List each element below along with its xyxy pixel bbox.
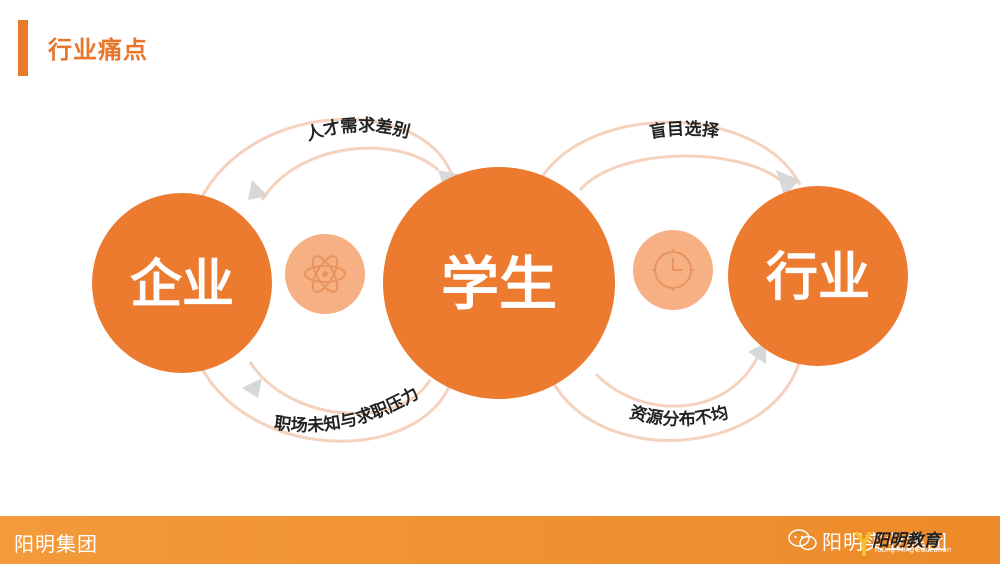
arrow-bottom-right [546,342,802,442]
arrow-bottom-left [194,355,454,443]
logo-name: 阳明教育 [872,531,940,551]
atom-icon [285,234,365,314]
enterprise-label: 企业 [130,255,234,315]
enterprise-circle [92,193,272,373]
logo-mark-icon [854,532,872,556]
footer-company: 阳明集团 [14,532,98,556]
page-title: 行业痛点 [48,36,148,64]
logo-subtitle: Young Ming Education [874,546,952,554]
student-circle [383,167,615,399]
arrow-top-right [538,120,802,196]
student-label: 学生 [441,250,557,318]
label-bottom-left: 职场未知与求职压力 [273,383,422,436]
watermark-text: 阳明实业集团 [822,530,948,554]
title-accent-bar [18,20,28,76]
wechat-icon [788,529,817,551]
industry-label: 行业 [766,248,870,308]
clock-icon [633,230,713,310]
industry-circle [728,186,908,366]
footer-bar: 阳明集团 阳明实业集团 [0,516,1000,564]
